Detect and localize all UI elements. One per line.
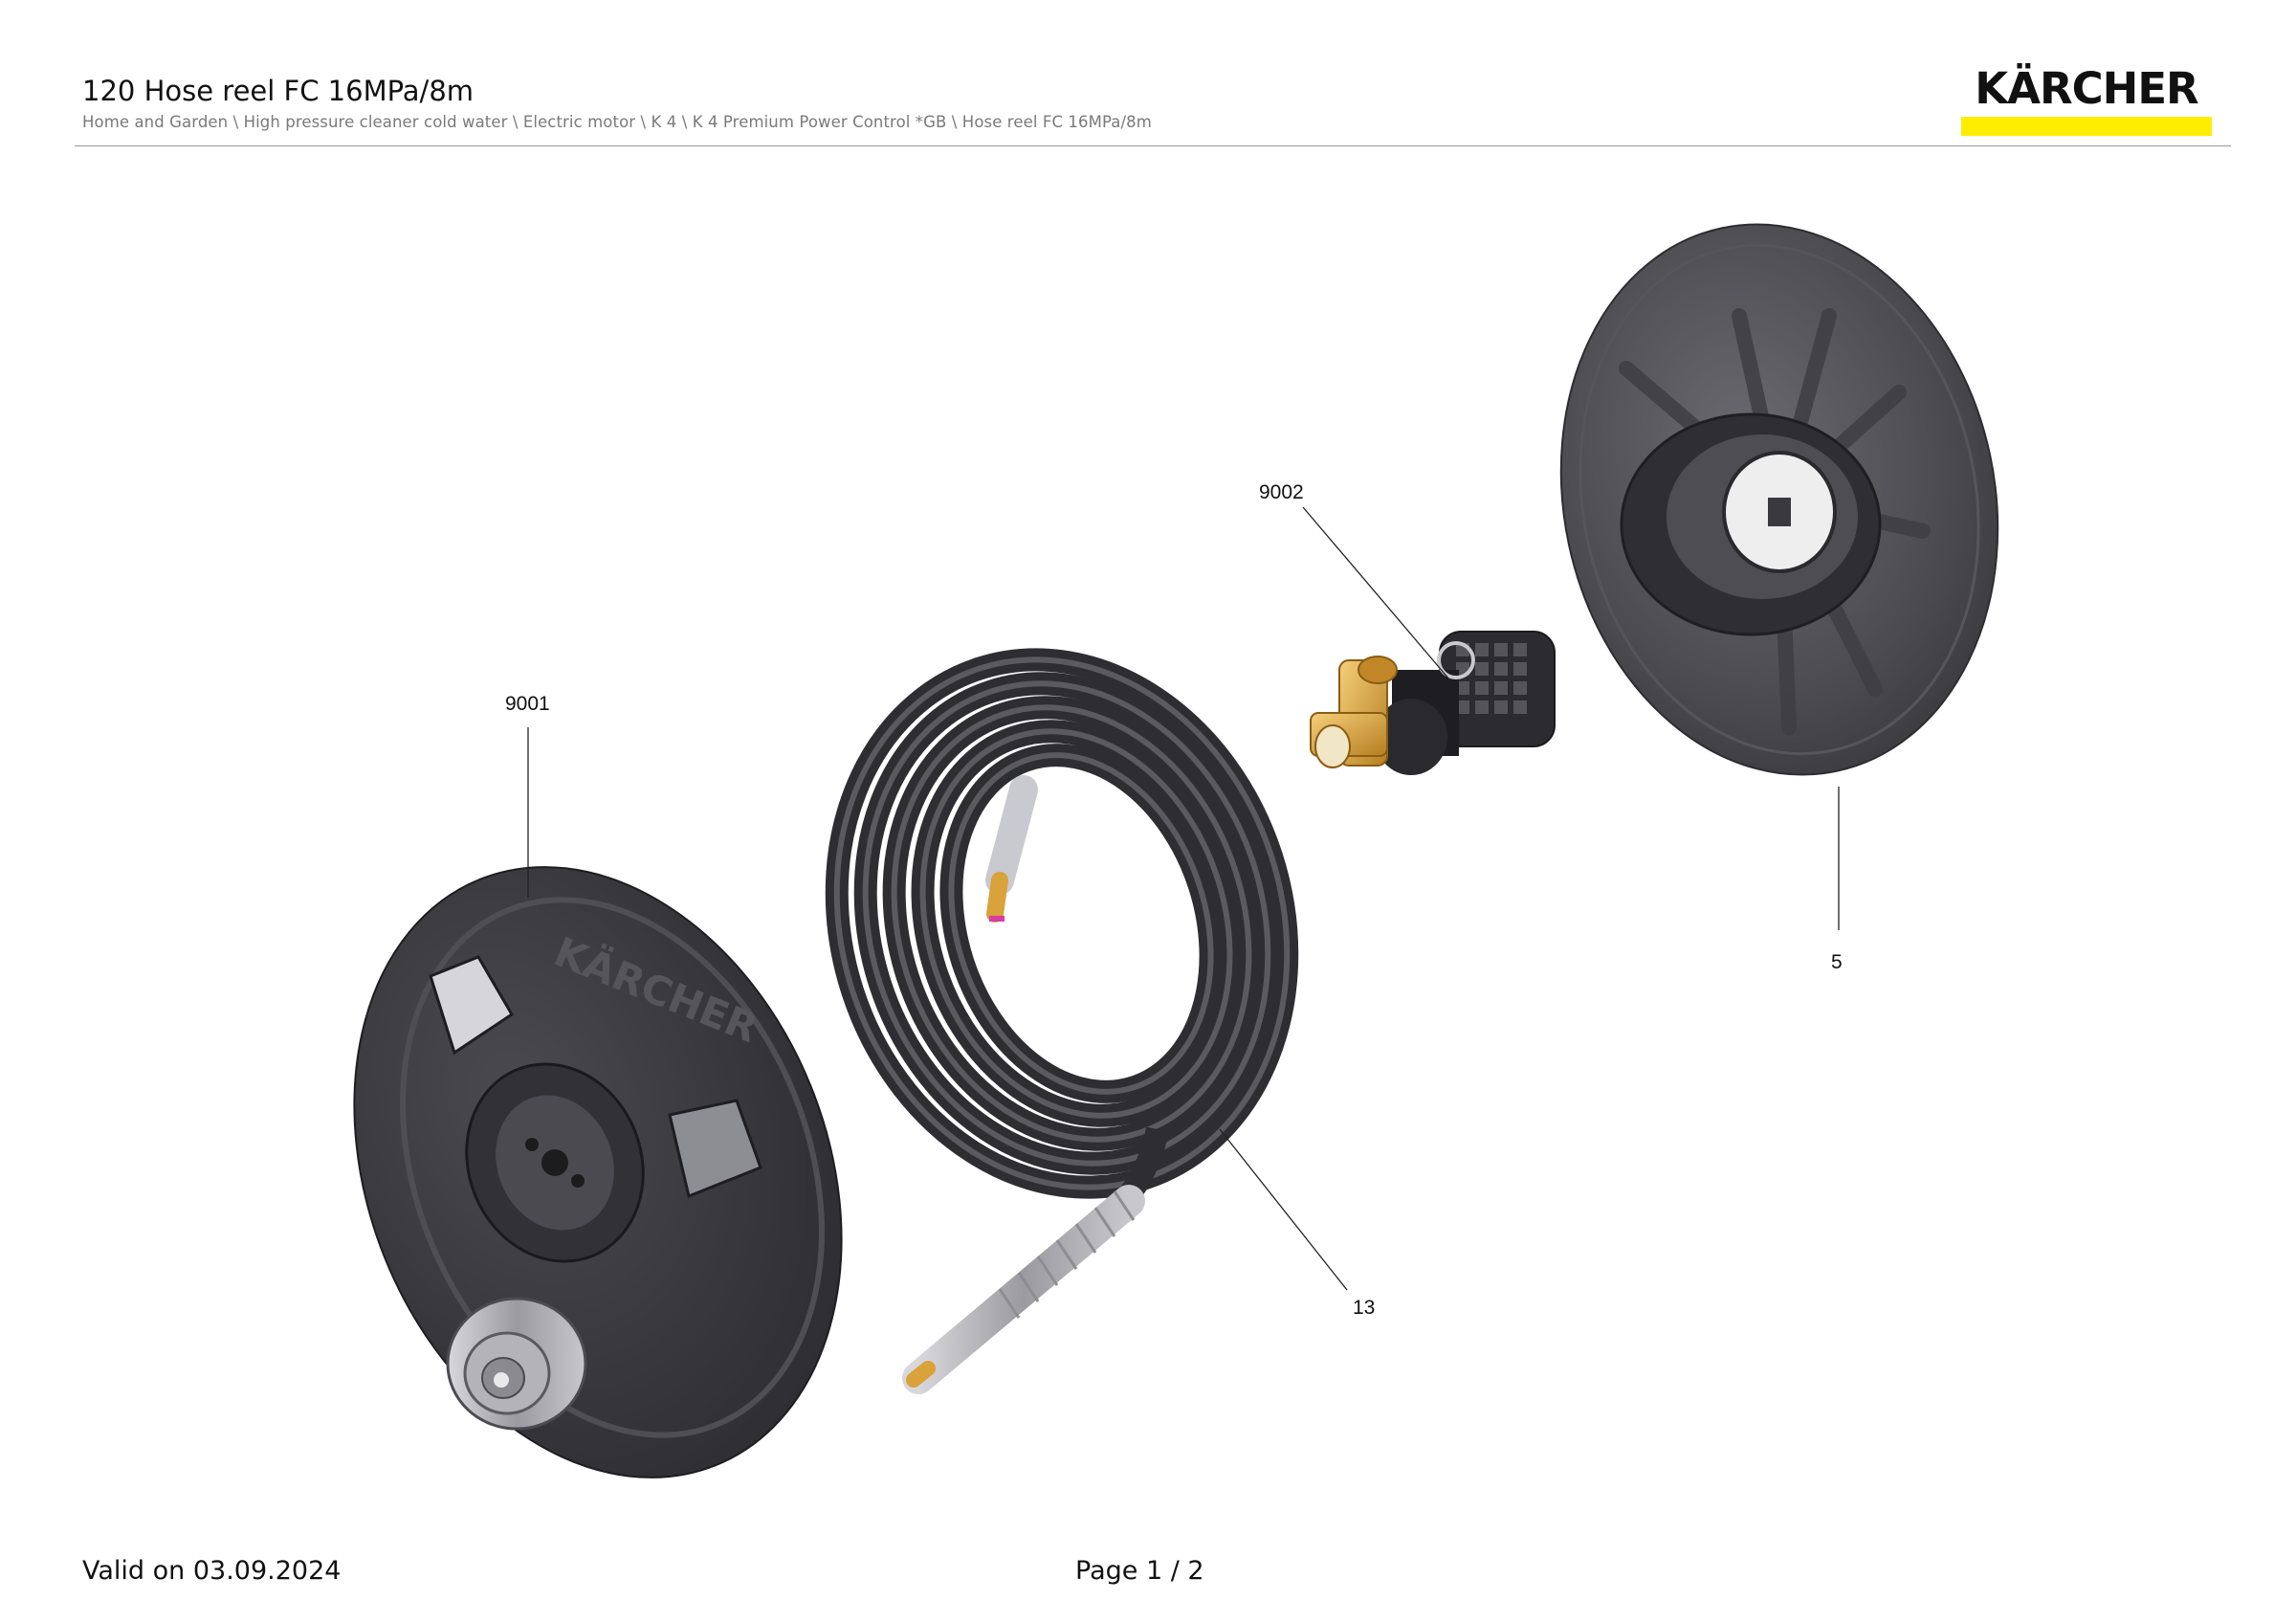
page-number: Page 1 / 2 [1075,1556,1204,1586]
part-5-reel-disc [1559,223,1999,776]
logo-wordmark: KÄRCHER [1975,63,2198,114]
part-13-hose-coil [825,648,1299,1394]
logo-yellow-bar [1961,117,2212,136]
page-title: 120 Hose reel FC 16MPa/8m [82,75,475,107]
callout-13: 13 [1353,1297,1375,1319]
header-divider [75,145,2231,146]
callout-9001: 9001 [505,693,550,715]
karcher-logo: KÄRCHER [1959,63,2214,138]
part-9002-connector [1310,631,1556,775]
breadcrumb: Home and Garden \ High pressure cleaner … [82,113,1152,131]
validity-date: Valid on 03.09.2024 [82,1556,342,1586]
callout-9002: 9002 [1259,481,1304,503]
leader-9002 [1302,506,1450,680]
callout-5: 5 [1831,951,1843,973]
part-9001-reel-drum: KÄRCHER [353,866,843,1478]
leader-13 [1219,1128,1348,1291]
